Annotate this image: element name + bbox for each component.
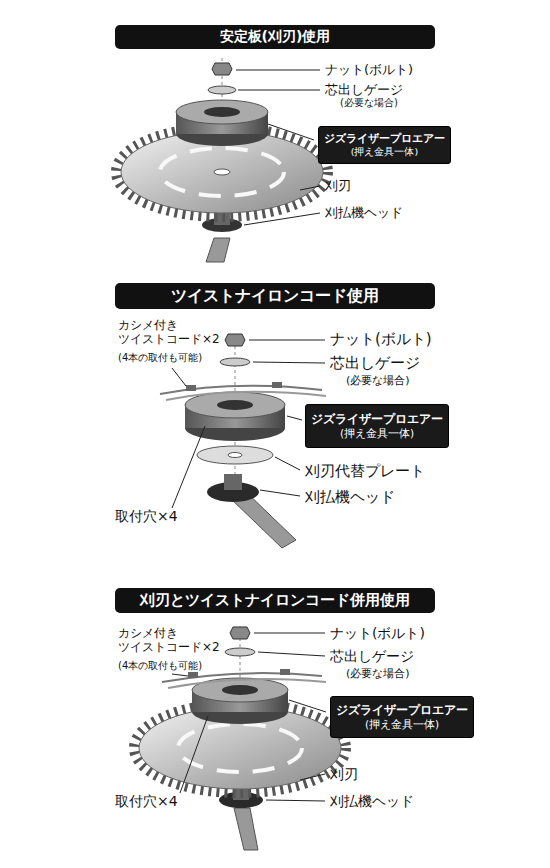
section-3-art: [134, 626, 346, 850]
part-label: 刈払機ヘッド: [330, 793, 414, 810]
centering-gauge: [220, 358, 250, 366]
node-title: ジズライザープロエアー: [311, 412, 443, 427]
mower-head: [224, 474, 242, 490]
ferrule: [188, 672, 198, 678]
node-title: 安定板(刈刃)使用: [220, 28, 331, 46]
part-label: (必要な場合): [346, 667, 410, 680]
product-box: ジズライザープロエアー(押え金具一体): [305, 404, 449, 448]
part-label: (必要な場合): [346, 374, 410, 387]
product-box: ジズライザープロエアー(押え金具一体): [318, 126, 451, 164]
node-subtitle: (押え金具一体): [365, 718, 439, 731]
plate: [197, 446, 273, 464]
disk: [222, 685, 258, 695]
disk: [185, 392, 285, 418]
shaft: [234, 808, 258, 850]
part-label: (4本の取付も可能): [118, 352, 202, 364]
part-label: 芯出しゲージ: [330, 354, 420, 372]
node-subtitle: (押え金具一体): [340, 427, 414, 440]
part-label: 刈刃代替プレート: [305, 462, 425, 480]
part-label: ナット(ボルト): [325, 62, 413, 78]
nut: [230, 627, 250, 639]
section-2-art: [160, 334, 326, 548]
disk: [176, 100, 268, 124]
shaft: [206, 238, 230, 262]
node-title: 刈刃とツイストナイロンコード併用使用: [140, 591, 410, 610]
part-label: ナット(ボルト): [330, 330, 432, 348]
leader-lines: [172, 633, 326, 801]
disk: [204, 107, 240, 117]
part-label: 刈刃: [325, 178, 351, 194]
ferrule: [272, 382, 282, 388]
part-label: 芯出しゲージ: [330, 648, 414, 665]
part-label: カシメ付き ツイストコード×2: [118, 626, 230, 655]
section-band: 刈刃とツイストナイロンコード併用使用: [115, 588, 435, 613]
product-box: ジズライザープロエアー(押え金具一体): [330, 696, 474, 738]
nut: [225, 334, 245, 346]
part-label: (必要な場合): [340, 97, 398, 109]
blade-hole: [214, 169, 230, 175]
nut: [212, 63, 232, 75]
centering-gauge: [225, 648, 255, 656]
node-title: ジズライザープロエアー: [336, 703, 468, 718]
part-label: 芯出しゲージ: [325, 82, 403, 98]
part-label: カシメ付き ツイストコード×2: [118, 318, 230, 347]
node-title: ツイストナイロンコード使用: [171, 286, 379, 306]
nylon-cord: [168, 679, 326, 688]
part-label: ナット(ボルト): [330, 625, 425, 642]
section-band: ツイストナイロンコード使用: [115, 283, 435, 309]
part-label: 取付穴×4: [115, 793, 178, 810]
part-label: 取付穴×4: [115, 508, 178, 525]
node-title: ジズライザープロエアー: [324, 132, 445, 146]
disk: [217, 400, 253, 410]
ferrule: [280, 669, 290, 675]
leader-lines: [236, 70, 320, 225]
plate: [228, 453, 242, 458]
node-subtitle: (押え金具一体): [351, 146, 418, 158]
blade-slot: [160, 148, 284, 196]
part-label: (4本の取付も可能): [118, 660, 202, 672]
centering-gauge: [208, 86, 236, 94]
part-label: 刈払機ヘッド: [325, 205, 403, 221]
section-band: 安定板(刈刃)使用: [115, 25, 435, 49]
part-label: 刈刃: [330, 766, 358, 783]
part-label: 刈払機ヘッド: [305, 488, 395, 506]
nylon-cord: [166, 392, 326, 400]
section-1-art: [116, 58, 328, 262]
ferrule: [186, 385, 196, 391]
leader-lines: [172, 340, 325, 508]
